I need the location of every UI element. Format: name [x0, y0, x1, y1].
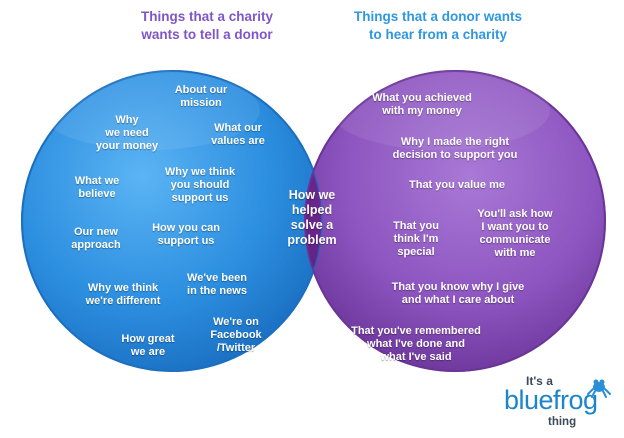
right-item-special: That you think I'm special [393, 220, 439, 258]
left-item-why-need-money: Why we need your money [95, 114, 159, 152]
right-item-communicate: You'll ask how I want you to communicate… [477, 208, 553, 259]
left-item-how-support: How you can support us [152, 222, 220, 247]
right-item-right-decision: Why I made the right decision to support… [392, 136, 518, 161]
logo-line1: It's a [526, 374, 553, 388]
left-item-why-support: Why we think you should support us [164, 166, 236, 204]
logo-line3: thing [548, 416, 577, 428]
left-item-different: Why we think we're different [85, 282, 161, 307]
left-item-new-approach: Our new approach [71, 226, 121, 251]
right-circle-heading: Things that a donor wants to hear from a… [354, 9, 522, 42]
left-item-values: What our values are [211, 122, 265, 147]
left-circle-heading: Things that a charity wants to tell a do… [140, 9, 274, 42]
logo-line2: bluefrog [504, 385, 598, 415]
right-item-remembered: That you've remembered what I've done an… [351, 325, 481, 363]
right-item-value-me: That you value me [409, 179, 505, 191]
left-item-how-great: How great we are [121, 333, 175, 358]
left-item-what-believe: What we believe [74, 175, 120, 200]
left-item-in-news: We've been in the news [187, 272, 247, 297]
bluefrog-logo: It's a bluefrog thing [496, 374, 616, 434]
frog-icon [587, 379, 611, 398]
right-item-why-give: That you know why I give and what I care… [391, 281, 525, 306]
right-item-achieved: What you achieved with my money [372, 92, 472, 117]
left-item-facebook: We're on Facebook /Twitter [210, 316, 262, 354]
overlap-item: How we helped solve a problem [287, 188, 337, 247]
left-item-about-mission: About our mission [174, 84, 228, 109]
